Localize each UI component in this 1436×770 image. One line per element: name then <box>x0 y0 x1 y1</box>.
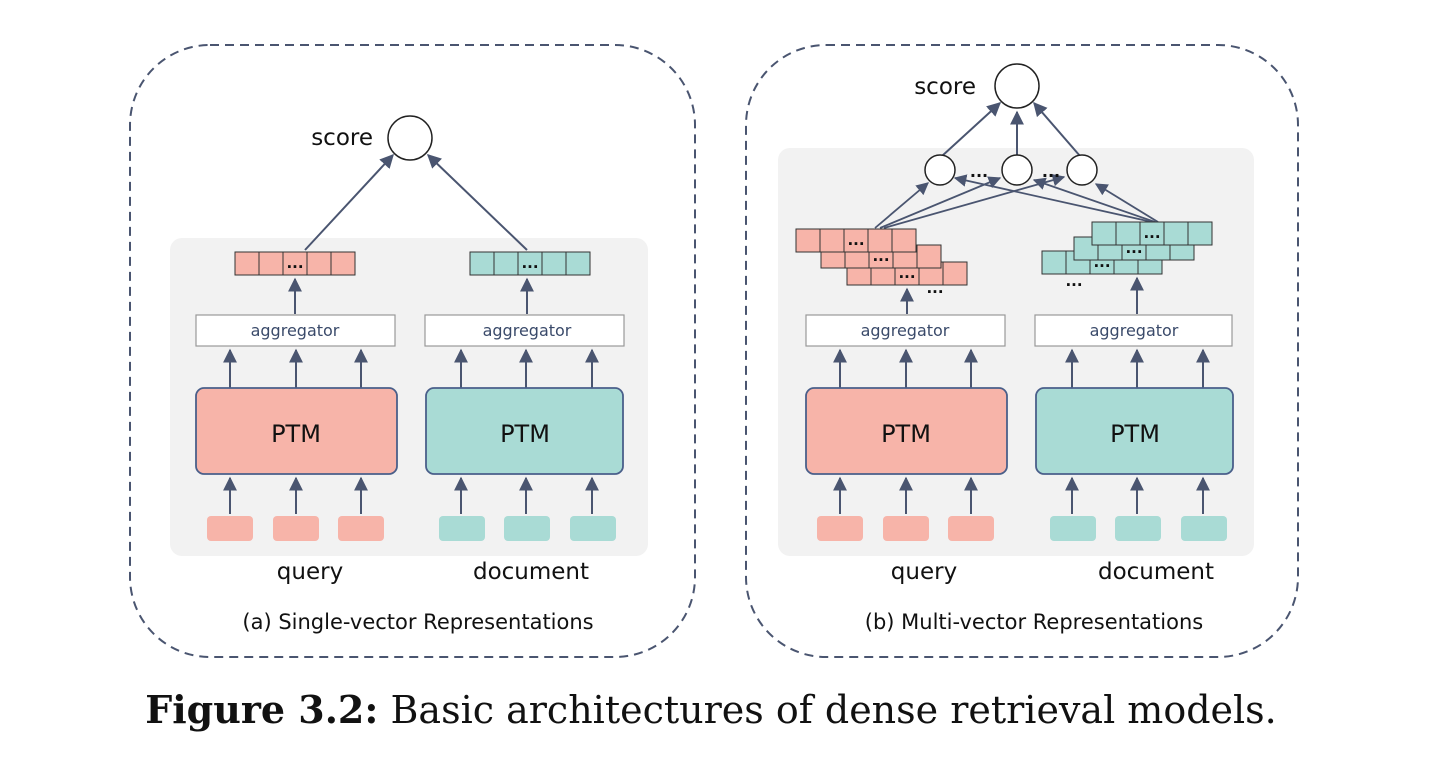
panel-a-query-aggregator-label: aggregator <box>251 321 340 340</box>
panel-a-document-token <box>439 516 485 541</box>
panel-single-vector: score ... ... aggregator aggre <box>129 44 696 658</box>
panel-b-document-token <box>1115 516 1161 541</box>
panel-b-query-token <box>817 516 863 541</box>
panel-a-dashed-frame <box>129 44 696 658</box>
panel-b-document-vector-ellipsis: ... <box>1143 224 1160 242</box>
panel-b-document-aggregator-label: aggregator <box>1090 321 1179 340</box>
panel-b-document-aggregator <box>1034 314 1233 347</box>
panel-b-node-ellipsis: ... <box>970 162 988 181</box>
panel-a-document-token <box>504 516 550 541</box>
panel-b-document-vector-stack: ... ... ... ... <box>1041 221 1213 290</box>
panel-b-arrow-node3-to-score <box>1033 101 1081 157</box>
panel-b-interaction-node <box>924 154 956 186</box>
panel-b-query-aggregator-label: aggregator <box>861 321 950 340</box>
panel-b-query-aggregator <box>805 314 1006 347</box>
panel-a-query-aggregator <box>195 314 396 347</box>
panel-b-query-encoder <box>805 387 1008 475</box>
panel-b-arrow-document-to-node1 <box>953 174 1153 223</box>
panel-b-inner-background <box>778 148 1254 556</box>
panel-a-query-label: query <box>277 559 343 585</box>
figure-caption: Figure 3.2: Basic architectures of dense… <box>145 687 1277 732</box>
panel-a-query-token <box>273 516 319 541</box>
panel-b-arrow-node1-to-score <box>941 102 1002 157</box>
panel-a-caption: (a) Single-vector Representations <box>242 610 593 634</box>
panel-b-score-label: score <box>914 74 976 100</box>
panel-a-document-encoder <box>425 387 624 475</box>
panel-a-arrow-document-to-score <box>426 154 528 251</box>
panel-b-query-vector: ... <box>795 228 917 253</box>
panel-b-query-token <box>883 516 929 541</box>
figure-caption-text: Basic architectures of dense retrieval m… <box>391 688 1277 732</box>
panel-a-query-vector: ... <box>234 251 356 276</box>
panel-a-document-encoder-label: PTM <box>500 420 550 448</box>
panel-b-arrow-query-to-node1 <box>874 182 929 229</box>
panel-multi-vector: score ... ... ... <box>745 44 1299 658</box>
panel-b-document-token <box>1181 516 1227 541</box>
panel-a-query-encoder-label: PTM <box>271 420 321 448</box>
panel-b-document-encoder-label: PTM <box>1110 420 1160 448</box>
panel-a-query-encoder <box>195 387 398 475</box>
panel-a-document-token <box>570 516 616 541</box>
panel-b-score-node <box>994 63 1040 109</box>
panel-b-document-stack-ellipsis: ... <box>1065 272 1082 290</box>
panel-b-dashed-frame <box>745 44 1299 658</box>
panel-a-document-vector-ellipsis: ... <box>521 254 538 272</box>
panel-a-query-token <box>207 516 253 541</box>
panel-a-query-token <box>338 516 384 541</box>
panel-b-query-vector-stack: ... ... ... ... <box>795 228 968 297</box>
panel-a-document-aggregator <box>424 314 625 347</box>
panel-b-interaction-node <box>1066 154 1098 186</box>
panel-b-query-vector-ellipsis: ... <box>847 231 864 249</box>
panel-b-arrow-query-to-node2 <box>879 176 1002 229</box>
panel-a-document-label: document <box>473 559 589 585</box>
panel-a-score-label: score <box>311 125 373 151</box>
panel-b-arrow-document-to-node3 <box>1094 183 1159 223</box>
panel-b-interaction-node <box>1001 154 1033 186</box>
panel-b-query-token <box>948 516 994 541</box>
panel-a-score-node <box>387 115 433 161</box>
panel-a-document-aggregator-label: aggregator <box>483 321 572 340</box>
figure-caption-label: Figure 3.2: <box>145 687 378 732</box>
panel-b-document-vector: ... <box>1091 221 1213 246</box>
panel-b-document-token <box>1050 516 1096 541</box>
panel-b-query-encoder-label: PTM <box>881 420 931 448</box>
panel-b-query-stack-ellipsis: ... <box>926 279 943 297</box>
panel-b-arrow-document-to-node2 <box>1032 177 1156 223</box>
panel-b-node-ellipsis: ... <box>1042 162 1060 181</box>
panel-b-document-label: document <box>1098 559 1214 585</box>
panel-a-query-vector-ellipsis: ... <box>286 254 303 272</box>
panel-b-query-label: query <box>891 559 957 585</box>
panel-b-caption: (b) Multi-vector Representations <box>865 610 1203 634</box>
panel-a-document-vector: ... <box>469 251 591 276</box>
panel-a-arrow-query-to-score <box>304 153 394 251</box>
panel-b-document-encoder <box>1035 387 1234 475</box>
